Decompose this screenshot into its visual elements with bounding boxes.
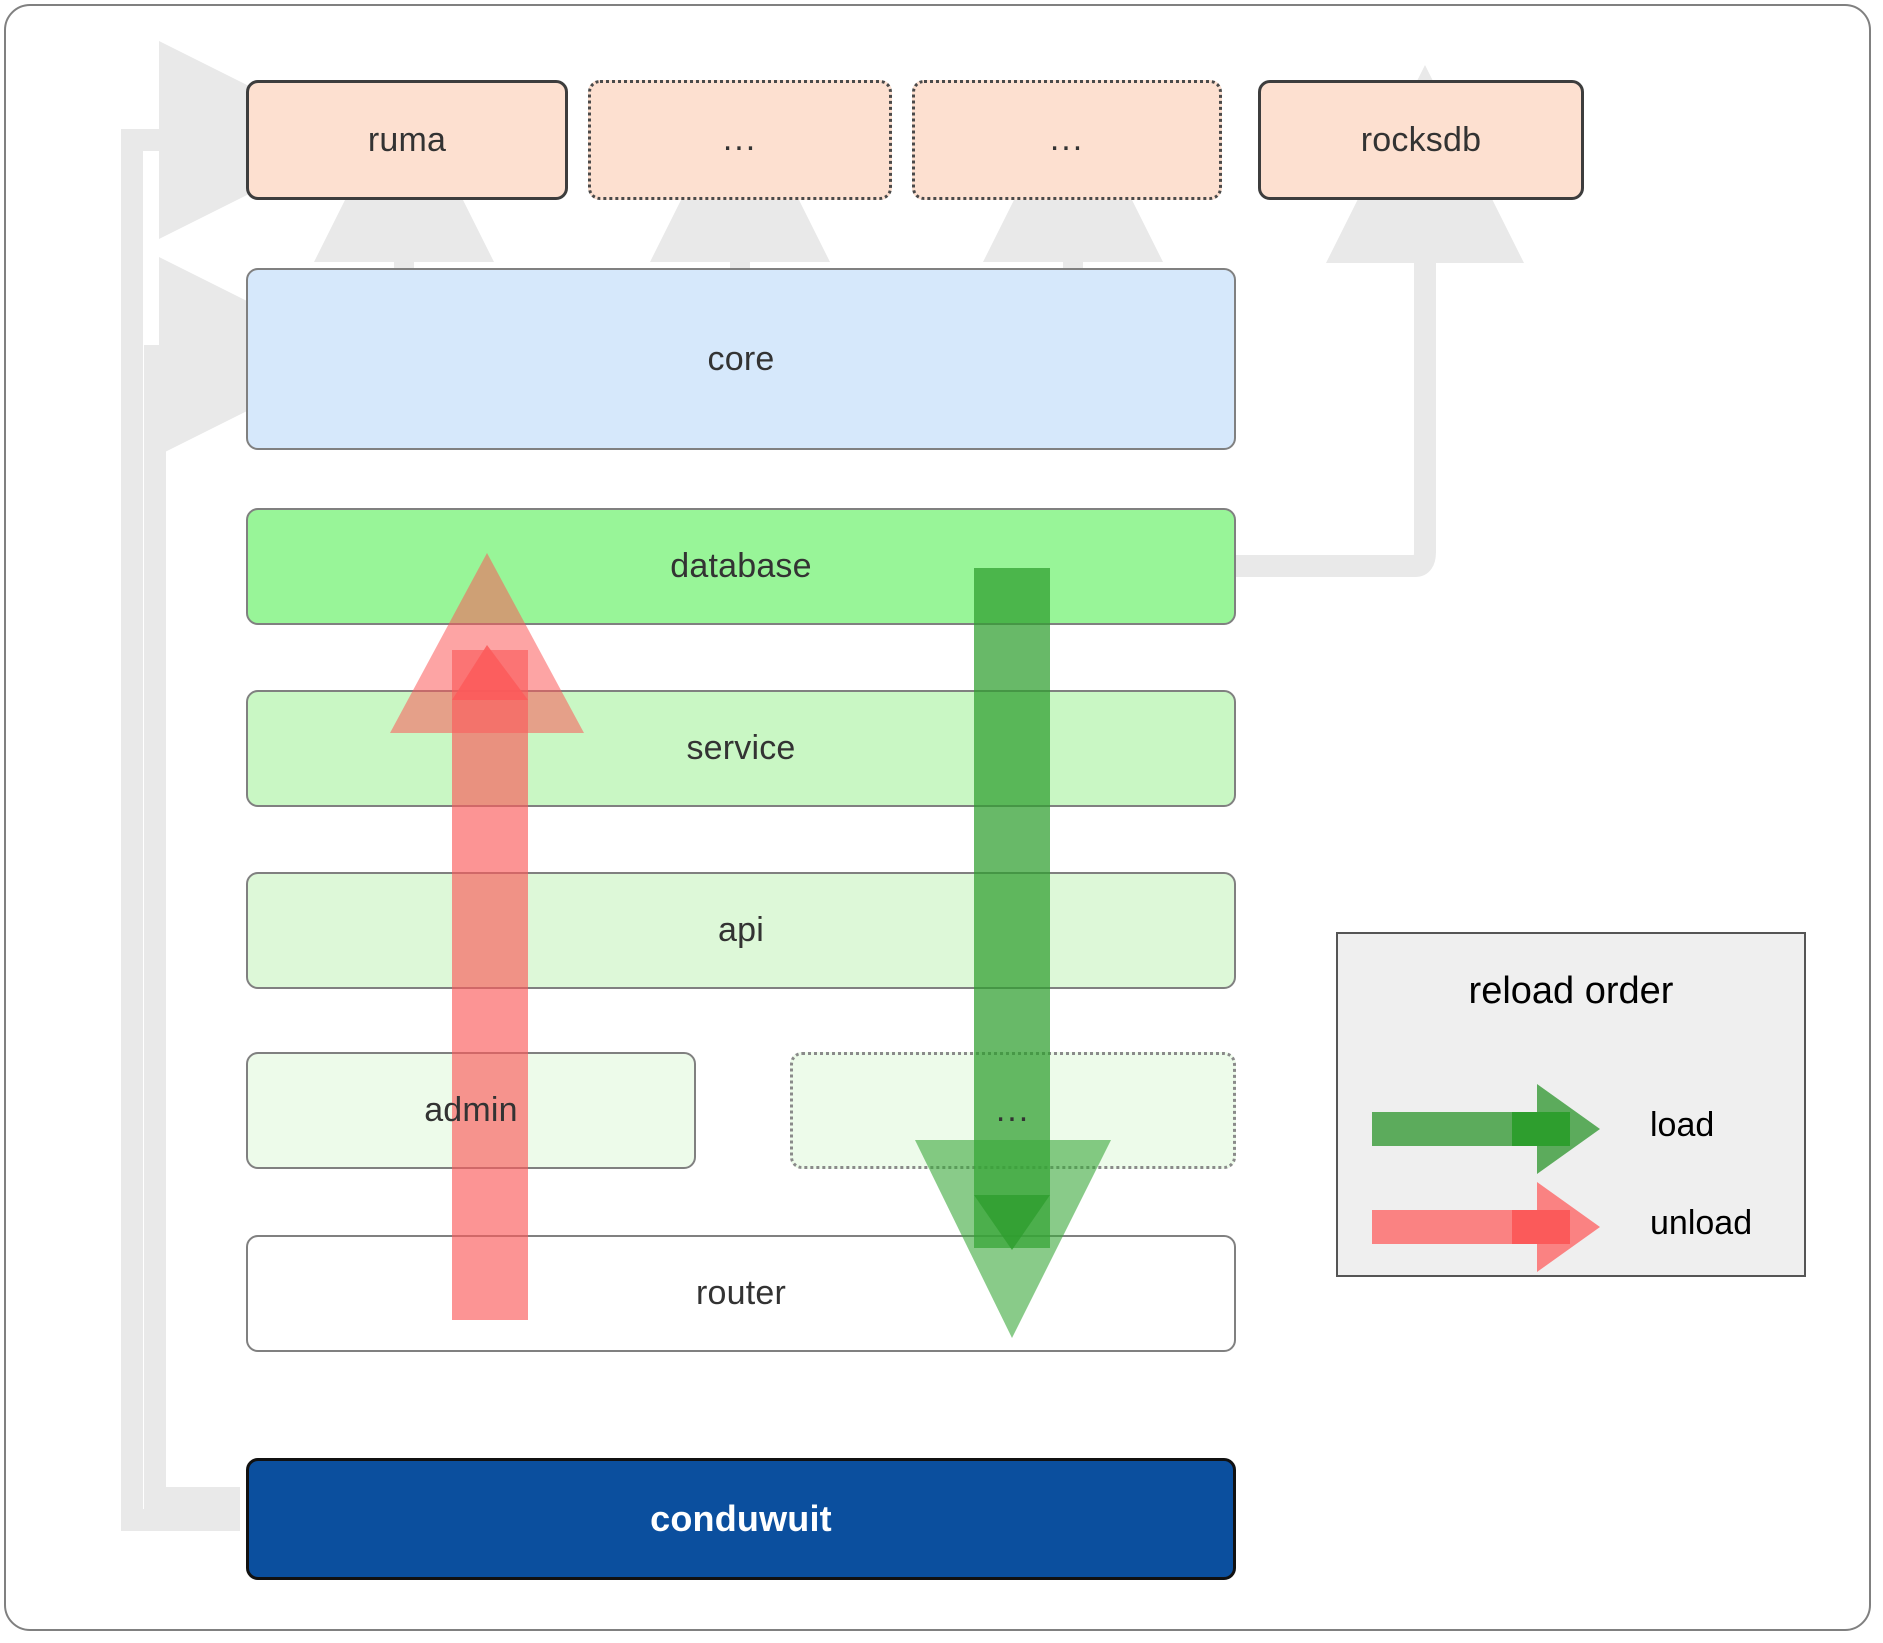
legend-title: reload order	[1468, 970, 1674, 1012]
node-rocksdb[interactable]: rocksdb	[1258, 80, 1584, 200]
legend-load-label: load	[1650, 1106, 1715, 1144]
legend-load-arrow	[1372, 1084, 1600, 1174]
node-ruma-label: ruma	[367, 120, 447, 159]
node-service[interactable]: service	[246, 690, 1236, 807]
node-admin-ellipsis[interactable]: ...	[790, 1052, 1236, 1169]
node-top-ellipsis-1-label: ...	[722, 120, 758, 159]
node-router-label: router	[695, 1274, 787, 1312]
node-api[interactable]: api	[246, 872, 1236, 989]
node-rocksdb-label: rocksdb	[1360, 120, 1482, 159]
node-ruma[interactable]: ruma	[246, 80, 568, 200]
node-database-label: database	[670, 547, 812, 585]
legend-unload-arrow	[1372, 1182, 1600, 1272]
node-database[interactable]: database	[246, 508, 1236, 625]
node-api-label: api	[718, 911, 764, 949]
node-admin-ellipsis-label: ...	[995, 1090, 1031, 1129]
node-core-label: core	[707, 339, 775, 378]
diagram-frame	[4, 4, 1871, 1631]
node-admin[interactable]: admin	[246, 1052, 696, 1169]
node-top-ellipsis-1[interactable]: ...	[588, 80, 892, 200]
node-router[interactable]: router	[246, 1235, 1236, 1352]
legend-box: reload order load unload	[1336, 932, 1806, 1277]
node-conduwuit-label: conduwuit	[650, 1498, 832, 1539]
node-core[interactable]: core	[246, 268, 1236, 450]
node-top-ellipsis-2-label: ...	[1049, 120, 1085, 159]
node-conduwuit[interactable]: conduwuit	[246, 1458, 1236, 1580]
node-admin-label: admin	[424, 1091, 518, 1129]
legend-unload-label: unload	[1650, 1204, 1753, 1242]
node-top-ellipsis-2[interactable]: ...	[912, 80, 1222, 200]
node-service-label: service	[686, 729, 796, 767]
